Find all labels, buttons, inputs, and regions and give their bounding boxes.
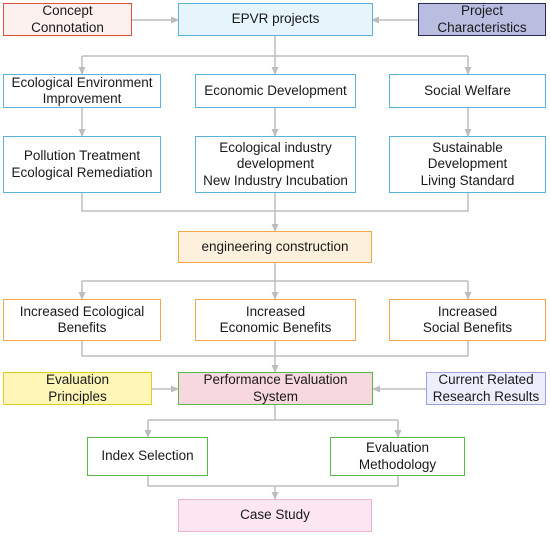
increased-ecological-benefits-box: Increased Ecological Benefits [3,299,161,341]
evaluation-principles-box: Evaluation Principles [3,372,152,405]
eco-environment-improvement-box: Ecological Environment Improvement [3,74,161,108]
merge-to-case-study [147,476,399,487]
project-characteristics-box: Project Characteristics [418,3,546,36]
current-research-results-box: Current Related Research Results [426,372,546,405]
performance-evaluation-system-box: Performance Evaluation System [178,372,373,405]
pollution-treatment-box: Pollution Treatment Ecological Remediati… [3,136,161,193]
social-welfare-box: Social Welfare [389,74,546,108]
engineering-construction-box: engineering construction [178,231,372,263]
increased-social-benefits-box: Increased Social Benefits [389,299,546,341]
economic-development-box: Economic Development [195,74,356,108]
evaluation-methodology-box: Evaluation Methodology [330,437,465,476]
sustainable-development-box: Sustainable Development Living Standard [389,136,546,193]
ecological-industry-box: Ecological industry development New Indu… [195,136,356,193]
concept-connotation-box: Concept Connotation [3,3,132,36]
increased-economic-benefits-box: Increased Economic Benefits [195,299,356,341]
index-selection-box: Index Selection [87,437,208,476]
case-study-box: Case Study [178,499,372,532]
epvr-projects-box: EPVR projects [178,3,373,36]
